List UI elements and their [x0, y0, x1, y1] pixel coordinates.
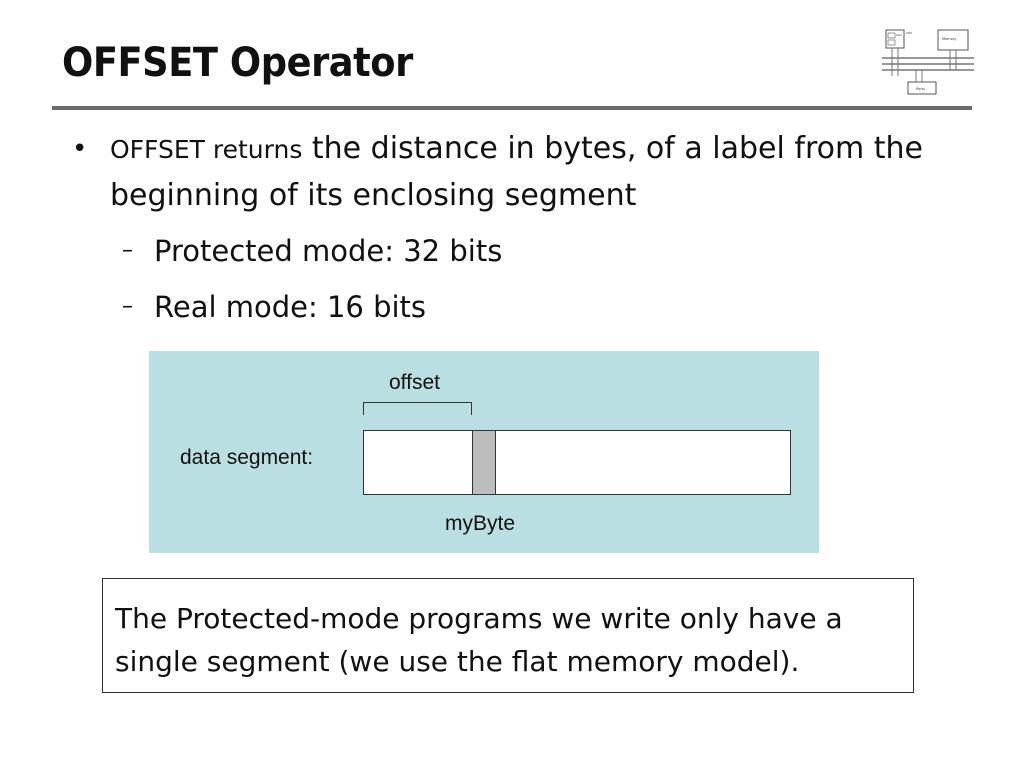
- bullet-lead: OFFSET returns: [110, 135, 303, 164]
- data-segment-box: [363, 430, 791, 495]
- subbullet-real-mode: – Real mode: 16 bits: [72, 285, 952, 329]
- subbullet-text: Protected mode: 32 bits: [154, 234, 503, 268]
- slide-title: OFFSET Operator: [62, 40, 413, 86]
- bullet-list: • OFFSET returns the distance in bytes, …: [72, 126, 952, 329]
- data-segment-label: data segment:: [180, 446, 314, 469]
- mybyte-cell: [472, 431, 496, 494]
- logo-text-ports: Ports: [916, 87, 925, 91]
- bullet-dot: •: [72, 134, 88, 164]
- bullet-text: the distance in bytes, of a label from t…: [110, 131, 923, 213]
- bullet-item: • OFFSET returns the distance in bytes, …: [72, 126, 952, 219]
- mybyte-label: myByte: [445, 512, 516, 535]
- subbullet-dash: –: [122, 294, 133, 319]
- computer-architecture-diagram-icon: ALU CPU Memory Ports: [882, 29, 974, 95]
- subbullet-protected-mode: – Protected mode: 32 bits: [72, 229, 952, 273]
- subbullet-text: Real mode: 16 bits: [154, 290, 427, 324]
- title-divider: [52, 106, 972, 110]
- offset-label: offset: [389, 371, 440, 394]
- subbullet-dash: –: [122, 238, 133, 263]
- logo-text-memory: Memory: [942, 37, 956, 41]
- logo-text-alu: ALU: [896, 33, 902, 37]
- note-box: The Protected-mode programs we write onl…: [102, 578, 914, 693]
- segment-diagram: offset data segment: myByte: [149, 351, 819, 553]
- offset-bracket: [363, 402, 472, 415]
- logo-text-cpu: CPU: [906, 31, 912, 35]
